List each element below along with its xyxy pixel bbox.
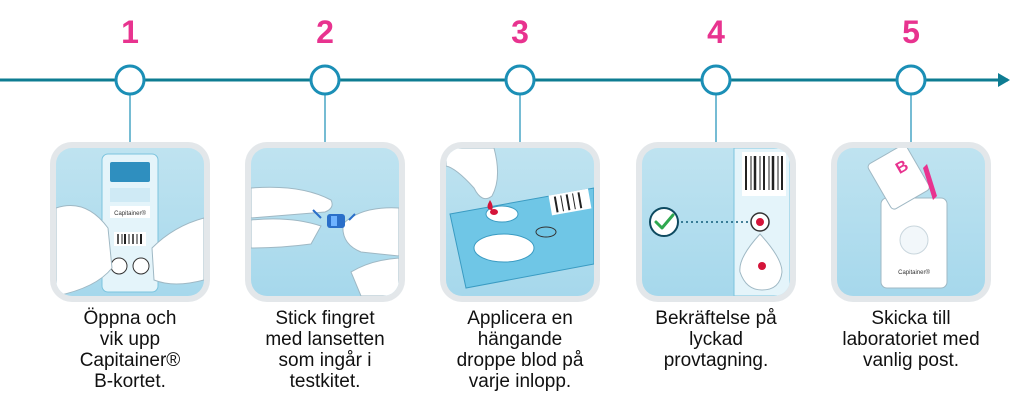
step-number: 2 xyxy=(316,14,334,50)
step-4: 4 xyxy=(618,0,814,415)
caption-line: Capitainer® xyxy=(79,350,181,371)
caption-line: Bekräftelse på xyxy=(655,308,777,329)
step-card xyxy=(440,142,600,302)
caption-line: Stick fingret xyxy=(275,308,375,329)
step-number: 3 xyxy=(511,14,529,50)
step-card xyxy=(636,142,796,302)
caption-line: B-kortet. xyxy=(94,371,166,392)
step-card xyxy=(245,142,405,302)
caption-line: droppe blod på xyxy=(456,350,584,371)
card-brand-label: Capitainer® xyxy=(898,269,930,276)
timeline-node-1 xyxy=(114,64,146,96)
caption-line: med lansetten xyxy=(265,329,385,350)
timeline xyxy=(0,64,1010,142)
step-caption: Stick fingret med lansetten som ingår i … xyxy=(227,308,423,392)
step-illustration xyxy=(251,148,399,296)
caption-line: laboratoriet med xyxy=(842,329,980,350)
step-illustration: Capitainer® B xyxy=(837,148,985,296)
step-illustration xyxy=(446,148,594,296)
caption-line: Skicka till xyxy=(871,308,951,329)
step-number: 5 xyxy=(902,14,920,50)
step-number: 4 xyxy=(707,14,725,50)
caption-line: varje inlopp. xyxy=(468,371,572,392)
timeline-node-2 xyxy=(309,64,341,96)
step-caption: Bekräftelse på lyckad provtagning. xyxy=(618,308,814,371)
step-card: Capitainer® B xyxy=(831,142,991,302)
caption-line: lyckad xyxy=(689,329,743,350)
step-3: 3 Applicera en hängande droppe blod på xyxy=(422,0,618,415)
timeline-arrowhead xyxy=(998,73,1010,87)
caption-line: Applicera en xyxy=(467,308,573,329)
step-card: Capitainer® xyxy=(50,142,210,302)
checkmark-circle-icon xyxy=(649,207,679,237)
caption-line: vik upp xyxy=(99,329,161,350)
caption-line: hängande xyxy=(477,329,563,350)
caption-line: vanlig post. xyxy=(862,350,960,371)
timeline-node-4 xyxy=(700,64,732,96)
card-brand-label: Capitainer® xyxy=(114,210,146,217)
caption-line: som ingår i xyxy=(278,350,372,371)
step-number: 1 xyxy=(121,14,139,50)
step-2: 2 Stick fingret med lansetten som ingår … xyxy=(227,0,423,415)
timeline-node-3 xyxy=(504,64,536,96)
timeline-node-5 xyxy=(895,64,927,96)
caption-line: testkitet. xyxy=(289,371,361,392)
step-illustration xyxy=(642,148,790,296)
step-1: 1 Capitainer® xyxy=(32,0,228,415)
caption-line: Öppna och xyxy=(83,308,177,329)
step-caption: Öppna och vik upp Capitainer® B-kortet. xyxy=(32,308,228,392)
step-caption: Applicera en hängande droppe blod på var… xyxy=(422,308,618,392)
step-caption: Skicka till laboratoriet med vanlig post… xyxy=(813,308,1009,371)
caption-line: provtagning. xyxy=(663,350,769,371)
step-5: 5 Capitainer® B Skicka till laboratoriet… xyxy=(813,0,1009,415)
step-illustration: Capitainer® xyxy=(56,148,204,296)
